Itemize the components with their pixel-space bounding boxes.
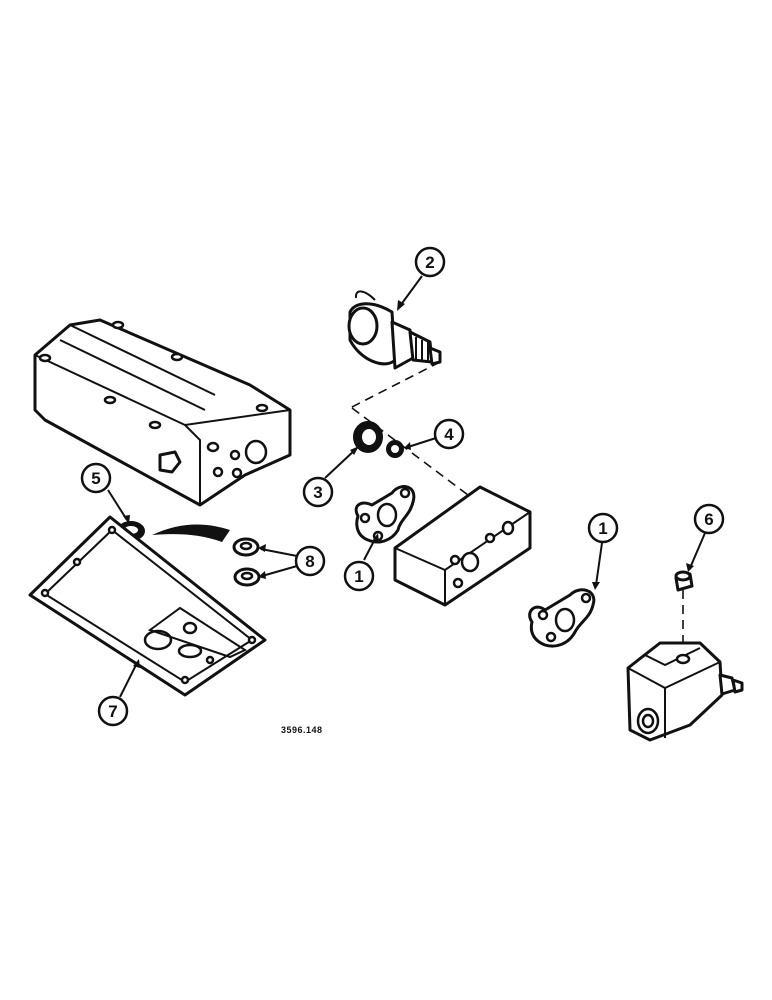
callout-3-label: 3 (313, 483, 322, 502)
valve-housing (33, 318, 292, 507)
callout-4-label: 4 (444, 425, 454, 444)
callout-5-label: 5 (91, 469, 100, 488)
callout-6-label: 6 (704, 510, 713, 529)
leader-arrowheads (123, 300, 694, 668)
callout-7-label: 7 (108, 702, 117, 721)
washer-lower (233, 567, 261, 587)
cover-gasket (28, 515, 267, 697)
callout-6: 6 (693, 503, 725, 535)
valve-body (626, 641, 744, 742)
callout-1-right: 1 (587, 512, 619, 544)
callout-7: 7 (97, 695, 129, 727)
callout-1-right-label: 1 (598, 519, 607, 538)
callout-2: 2 (414, 246, 446, 278)
callout-4: 4 (433, 418, 465, 450)
callout-1-left-label: 1 (354, 567, 363, 586)
seal-ring-large (353, 421, 383, 453)
callout-8: 8 (294, 545, 326, 577)
gasket-left (354, 485, 416, 544)
callout-2-label: 2 (425, 253, 434, 272)
callout-1-left: 1 (343, 560, 375, 592)
callout-8-label: 8 (305, 552, 314, 571)
leader-lines (107, 275, 706, 698)
wedge-pointer (152, 524, 230, 542)
o-ring-small (386, 440, 404, 458)
plug (674, 570, 694, 592)
washer-upper (232, 537, 260, 557)
assembly-line-solenoid (349, 361, 441, 409)
callout-3: 3 (302, 476, 334, 508)
solenoid (347, 290, 442, 370)
gasket-right (528, 588, 596, 648)
adapter-block (393, 485, 532, 607)
callout-5: 5 (80, 462, 112, 494)
reference-code: 3596.148 (281, 725, 323, 735)
assembly-line-seals (351, 407, 469, 496)
